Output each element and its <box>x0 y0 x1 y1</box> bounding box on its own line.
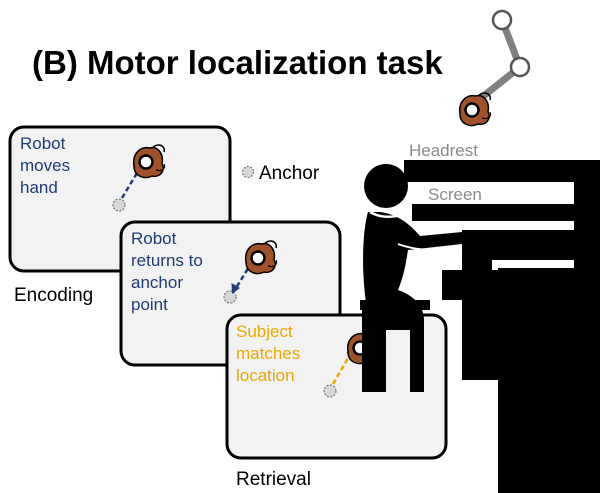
caption-encoding: Encoding <box>14 285 93 306</box>
figure-title: (B) Motor localization task <box>32 44 443 81</box>
headrest-label: Headrest <box>409 141 478 160</box>
setup-silhouette <box>360 160 600 493</box>
panel-3-line-3: location <box>236 366 295 385</box>
headrest-bar <box>404 160 600 182</box>
anchor-label: Anchor <box>259 163 320 184</box>
matching-arrow <box>331 352 353 385</box>
return-arrow <box>234 261 254 289</box>
panel-1-line-1: Robot <box>20 134 66 153</box>
panel-retrieval: Subject matches location <box>225 313 448 460</box>
movement-arrow <box>120 167 142 199</box>
anchor-legend: Anchor <box>241 163 320 184</box>
panel-3-line-2: matches <box>236 344 300 363</box>
anchor-point-marker <box>112 198 126 212</box>
panel-3-line-1: Subject <box>236 322 293 341</box>
panel-1-line-3: hand <box>20 178 58 197</box>
panel-2-line-3: anchor <box>131 273 183 292</box>
panel-2-line-4: point <box>131 295 168 314</box>
anchor-icon <box>241 165 255 179</box>
anchor-point-marker <box>223 290 237 304</box>
panel-2-line-2: returns to <box>131 251 203 270</box>
caption-retrieval: Retrieval <box>236 469 311 490</box>
screen-label: Screen <box>428 185 482 204</box>
panel-2-line-1: Robot <box>131 229 177 248</box>
person-head <box>364 164 408 208</box>
robot-arm-icon <box>458 9 531 127</box>
panel-1-line-2: moves <box>20 156 70 175</box>
anchor-point-marker <box>323 384 337 398</box>
screen-bar <box>412 204 600 221</box>
